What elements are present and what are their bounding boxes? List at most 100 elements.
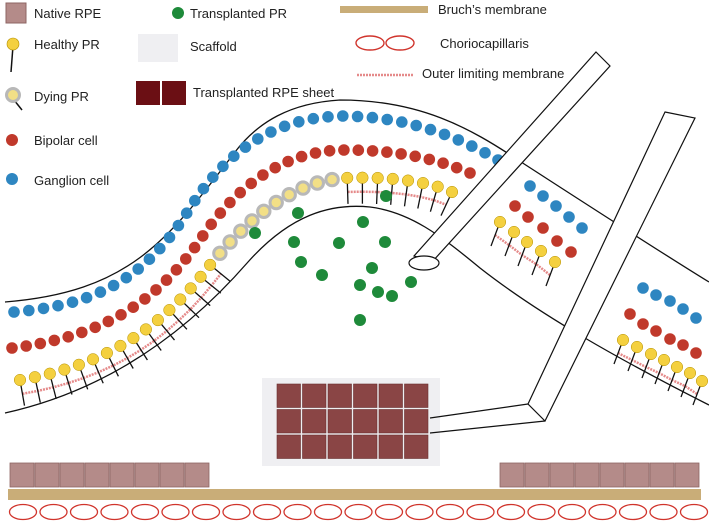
ganglion-cell-17 — [197, 182, 210, 195]
native-rpe-left-5 — [109, 462, 135, 488]
ganglion-cell-20 — [228, 150, 240, 162]
healthy-photoreceptor-16 — [204, 258, 217, 271]
ganglion-cell-mid-2 — [537, 190, 549, 202]
choriocapillaris-vessel-6 — [161, 503, 190, 521]
native-rpe-right-1 — [499, 462, 525, 488]
rpe-sheet-tile-17 — [378, 434, 403, 459]
native-rpe-left-1 — [9, 462, 35, 488]
choriocapillaris-vessel-9 — [252, 503, 282, 521]
legend-item-scaffold: Scaffold — [138, 34, 237, 62]
outer-limiting-membrane-center — [347, 190, 447, 206]
rpe-sheet-tile-8 — [302, 409, 327, 434]
legend-label-choriocapillaris: Choriocapillaris — [440, 36, 529, 51]
ganglion-cell-22 — [251, 133, 264, 145]
healthy-photoreceptor-6 — [86, 353, 100, 366]
legend-label-outer-limiting-membrane: Outer limiting membrane — [422, 66, 564, 81]
bipolar-cell-31 — [366, 145, 379, 157]
ganglion-cell-mid-5 — [576, 222, 588, 234]
healthy-photoreceptor-9 — [127, 332, 140, 345]
ganglion-cell-mid-3 — [550, 200, 562, 212]
transplanted-photoreceptor-2 — [292, 207, 304, 219]
bipolar-cell-37 — [450, 161, 463, 174]
legend-label-transplanted-pr: Transplanted PR — [190, 6, 287, 21]
bruchs-membrane — [8, 489, 701, 500]
healthy-photoreceptor-11 — [151, 314, 164, 327]
rpe-sheet-tile-13 — [276, 434, 301, 459]
native-rpe-left-8 — [184, 462, 210, 488]
dying-photoreceptor-17 — [212, 245, 228, 262]
choriocapillaris-swatch-1 — [355, 35, 385, 51]
bipolar-cell-23 — [257, 169, 269, 181]
choriocapillaris-vessel-22 — [649, 503, 678, 521]
ganglion-cell-1 — [8, 306, 20, 318]
choriocapillaris-vessel-4 — [100, 503, 129, 521]
legend-item-dying-pr: Dying PR — [5, 87, 89, 111]
bipolar-cell-7 — [89, 321, 101, 334]
choriocapillaris-vessel-12 — [344, 503, 373, 521]
healthy-photoreceptor-mid-4 — [534, 244, 548, 258]
native-rpe-right-3 — [549, 462, 575, 488]
cannula-to-sheet-line-bottom — [429, 420, 546, 434]
native-rpe-left-6 — [134, 462, 160, 488]
injection-devices — [408, 51, 696, 434]
rpe-sheet-tile-9 — [327, 409, 352, 434]
ganglion-cell-37 — [466, 140, 478, 152]
legend-label-healthy-pr: Healthy PR — [34, 37, 100, 52]
transplanted-rpe-swatch-1 — [136, 81, 160, 105]
healthy-photoreceptor-27 — [341, 171, 354, 184]
legend-label-bruchs-membrane: Bruch’s membrane — [438, 2, 547, 17]
rpe-sheet-tile-2 — [302, 383, 327, 408]
bipolar-cell-6 — [76, 326, 88, 339]
legend-label-native-rpe: Native RPE — [34, 6, 102, 21]
healthy-photoreceptor-mid-1 — [493, 215, 507, 229]
bipolar-cell-38 — [464, 167, 476, 179]
native-rpe-left-7 — [159, 462, 185, 488]
outer-limiting-membrane-left — [22, 273, 222, 396]
choriocapillaris-layer — [8, 503, 709, 521]
bipolar-cell-25 — [282, 155, 294, 168]
ganglion-cell-36 — [452, 134, 465, 146]
dying-photoreceptor-24 — [295, 180, 311, 196]
bipolar-cell-mid-3 — [537, 222, 549, 234]
choriocapillaris-vessel-8 — [222, 503, 251, 521]
bipolar-cell-2 — [20, 340, 32, 352]
native-rpe-left-4 — [84, 462, 110, 488]
ganglion-cell-35 — [438, 128, 451, 141]
bipolar-cell-14 — [170, 264, 183, 276]
healthy-photoreceptor-far-2 — [630, 340, 644, 354]
ganglion-cell-23 — [265, 126, 277, 138]
transplanted-photoreceptor-8 — [295, 256, 307, 268]
rpe-sheet-tile-16 — [353, 434, 378, 459]
scaffold-swatch — [138, 34, 178, 62]
ganglion-cell-13 — [163, 231, 176, 244]
ganglion-cell-10 — [132, 263, 144, 275]
choriocapillaris-vessel-16 — [466, 503, 495, 521]
legend-item-bipolar-cell: Bipolar cell — [6, 133, 98, 148]
transplanted-photoreceptor-12 — [354, 279, 366, 291]
dying-photoreceptor-19 — [233, 223, 249, 239]
bipolar-cell-33 — [395, 148, 407, 160]
ganglion-cell-33 — [410, 119, 423, 132]
healthy-photoreceptor-34 — [445, 185, 459, 199]
healthy-photoreceptor-far-1 — [616, 333, 630, 347]
rpe-sheet-tile-4 — [353, 383, 378, 408]
ganglion-cell-far-4 — [677, 303, 689, 315]
dying-photoreceptor-18 — [222, 234, 238, 250]
ganglion-cell-21 — [239, 141, 252, 153]
healthy-photoreceptor-4 — [58, 363, 71, 376]
native-rpe-right-8 — [674, 462, 700, 488]
bipolar-cell-35 — [423, 153, 436, 166]
bipolar-cell-15 — [180, 253, 192, 265]
ganglion-cell-8 — [107, 279, 120, 292]
bipolar-cell-mid-1 — [509, 200, 521, 212]
legend-item-transplanted-rpe-sheet: Transplanted RPE sheet — [136, 81, 335, 105]
healthy-photoreceptor-33 — [431, 180, 444, 193]
bipolar-cell-far-4 — [664, 333, 676, 345]
native-rpe-right-6 — [624, 462, 650, 488]
bipolar-cell-mid-5 — [565, 246, 577, 258]
healthy-photoreceptor-far-4 — [657, 353, 671, 367]
ganglion-cell-30 — [366, 111, 379, 124]
ganglion-cell-28 — [337, 110, 349, 122]
healthy-photoreceptor-13 — [174, 293, 187, 306]
healthy-photoreceptor-12 — [163, 304, 176, 317]
